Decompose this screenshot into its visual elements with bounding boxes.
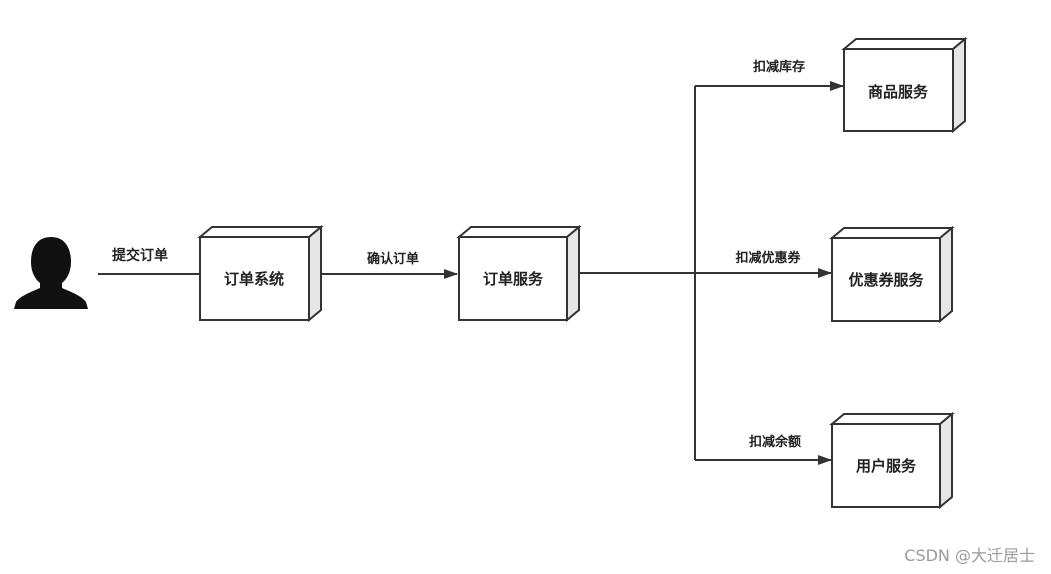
node-product-service: 商品服务 — [841, 36, 968, 134]
node-order-system: 订单系统 — [197, 224, 324, 323]
edge-trunk — [579, 86, 696, 460]
node-order-service-label: 订单服务 — [483, 270, 544, 288]
node-order-system-label: 订单系统 — [224, 270, 284, 288]
node-order-service: 订单服务 — [456, 224, 582, 323]
edge-label-deduct-coupon: 扣减优惠券 — [735, 250, 801, 266]
node-coupon-service-label: 优惠券服务 — [848, 271, 924, 289]
edge-label-submit-order: 提交订单 — [112, 247, 168, 264]
edge-label-deduct-stock: 扣减库存 — [753, 59, 805, 75]
edge-label-deduct-balance: 扣减余额 — [749, 434, 801, 450]
node-product-service-label: 商品服务 — [868, 83, 929, 101]
watermark: CSDN @大迁居士 — [904, 546, 1035, 565]
node-user-service: 用户服务 — [829, 411, 955, 510]
edge-label-confirm-order: 确认订单 — [367, 251, 419, 267]
user-silhouette-icon — [14, 237, 88, 309]
node-coupon-service: 优惠券服务 — [829, 225, 955, 324]
node-user-service-label: 用户服务 — [856, 457, 917, 475]
